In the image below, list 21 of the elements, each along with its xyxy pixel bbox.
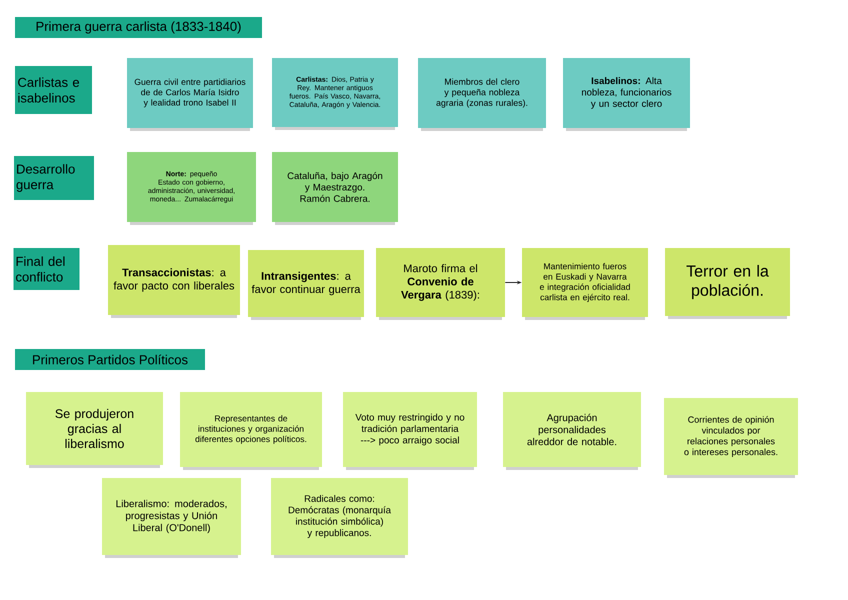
sticky-note: Transaccionistas: a favor pacto con liberales	[108, 245, 240, 315]
sticky-note: Maroto firma el Convenio de Vergara (1839):	[376, 248, 505, 317]
sticky-note: Liberalismo: moderados, progresistas y Unión Liberal (O'Donell)	[102, 478, 241, 555]
section-heading: Primera guerra carlista (1833-1840)	[15, 17, 262, 38]
sticky-note: Voto muy restringido y no tradición parlamentaria ---> poco arraigo social	[343, 392, 477, 467]
sticky-note: Cataluña, bajo Aragón y Maestrazgo. Ramón Cabrera.	[272, 152, 398, 222]
section-heading: Desarrollo guerra	[14, 156, 94, 200]
sticky-note: Intransigentes: a favor continuar guerra	[248, 250, 364, 317]
section-heading: Primeros Partidos Políticos	[15, 349, 205, 370]
sticky-note: Mantenimiento fueros en Euskadi y Navarra e integración oficialidad carlista en ejército real.	[522, 248, 648, 317]
sticky-note: Se produjeron gracias al liberalismo	[26, 392, 163, 465]
section-heading: Carlistas e isabelinos	[15, 66, 92, 114]
sticky-note: Radicales como: Demócratas (monarquía institución simbólica) y republicanos.	[271, 478, 408, 555]
sticky-note: Corrientes de opinión vinculados por relaciones personales o intereses personales.	[664, 398, 798, 475]
sticky-note: Guerra civil entre partidiarios de de Carlos María Isidro y lealidad trono Isabel II	[127, 58, 253, 128]
sticky-note: Terror en la población.	[665, 248, 790, 316]
section-heading: Final del conflicto	[14, 248, 80, 290]
sticky-note: Representantes de instituciones y organización diferentes opciones políticos.	[180, 392, 322, 467]
sticky-note: Isabelinos: Alta nobleza, funcionarios y un sector clero	[563, 58, 690, 128]
sticky-note: Agrupación personalidades alreddor de notable.	[503, 392, 641, 467]
sticky-note: Miembros del clero y pequeña nobleza agraria (zonas rurales).	[418, 58, 546, 128]
